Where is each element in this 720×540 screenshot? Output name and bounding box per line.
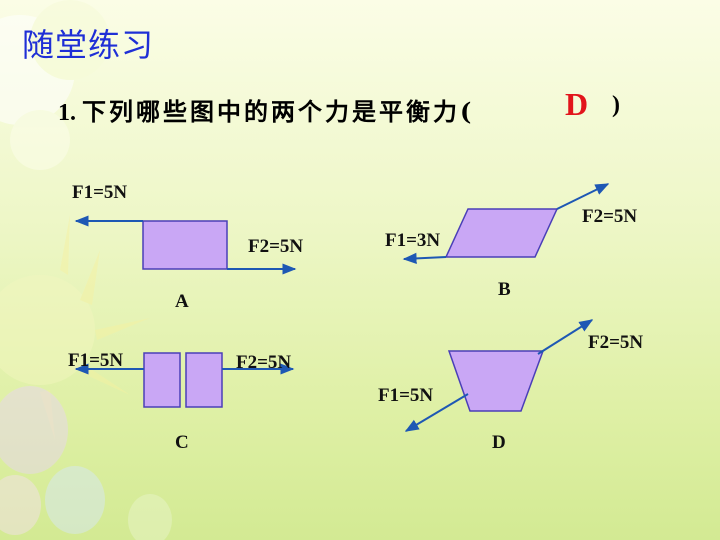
decor-bubble [30,0,110,80]
figure-b-arrow-f2 [556,183,610,210]
question-number: 1. [58,100,76,126]
figure-b-f2-label: F2=5N [582,206,638,227]
figure-a-f1-label: F1=5N [72,182,128,203]
figure-a-f2-label: F2=5N [248,236,304,257]
figure-c-f1-label: F1=5N [68,350,124,371]
figure-a-caption: A [175,291,189,312]
figure-d-arrow-f1 [404,393,469,432]
decor-balloons [0,386,172,540]
figure-a [74,215,297,275]
figure-d [404,319,594,432]
figure-d-f2-label: F2=5N [588,332,644,353]
figure-b-caption: B [498,279,511,300]
figure-d-f1-label: F1=5N [378,385,434,406]
figure-d-caption: D [492,432,506,453]
decor-bubble [10,110,70,170]
figure-c-f2-label: F2=5N [236,352,292,373]
question-text: 下列哪些图中的两个力是平衡力( [82,97,475,126]
slide-title: 随堂练习 [22,26,155,64]
figure-d-arrow-f2 [537,319,594,355]
question-close-paren: ) [612,92,620,118]
figure-b-f1-label: F1=3N [385,230,441,251]
figure-c-caption: C [175,432,189,453]
answer-letter: D [565,86,589,122]
figure-c-block-right [185,352,223,408]
figure-b-block [444,208,559,258]
figure-d-block [447,350,545,412]
figure-b [402,183,610,264]
figure-c [74,352,295,408]
figure-a-block [142,220,228,270]
figure-b-arrow-f1 [402,252,447,264]
question-line: 1. 下列哪些图中的两个力是平衡力( [58,92,474,127]
figure-c-block-left [143,352,181,408]
